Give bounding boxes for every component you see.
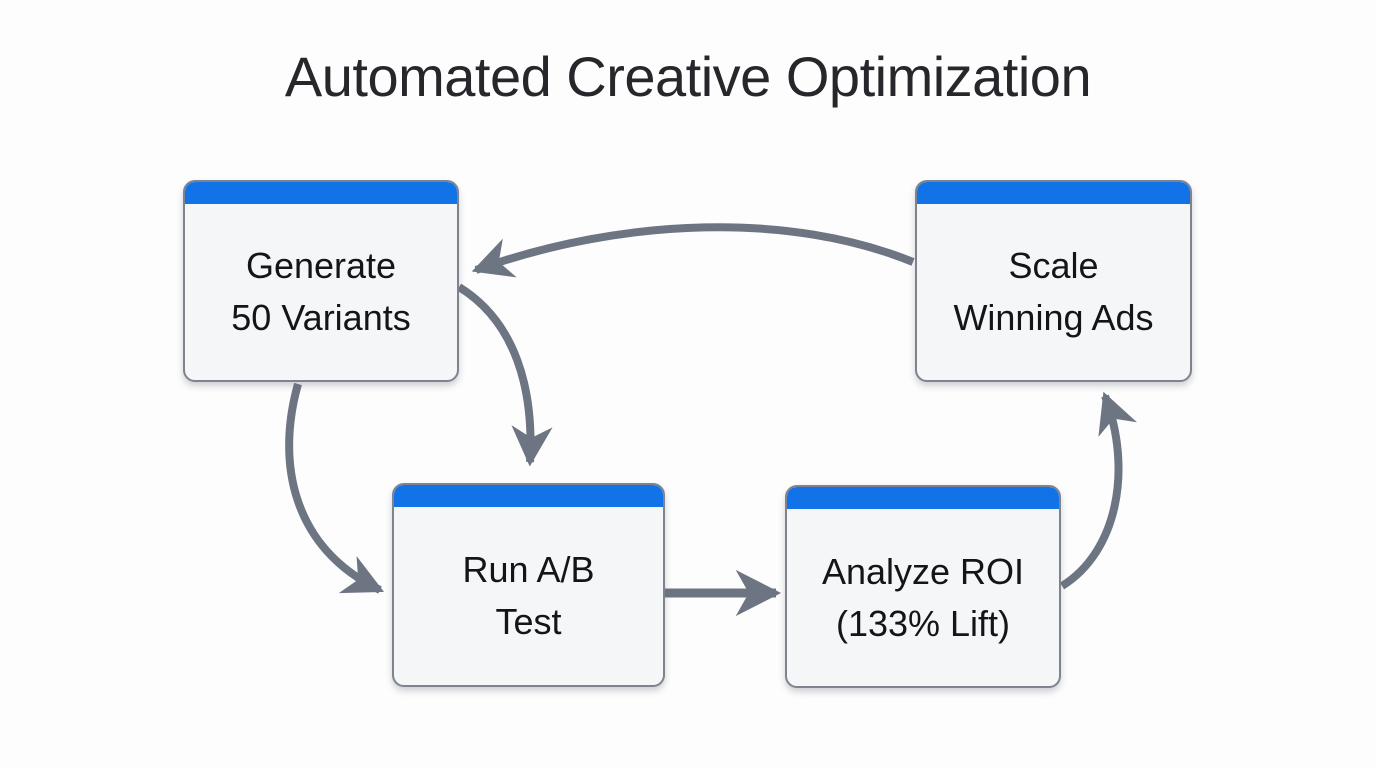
node-analyze-roi: Analyze ROI (133% Lift) <box>785 485 1061 688</box>
node-label: Generate 50 Variants <box>185 204 457 380</box>
diagram-title: Automated Creative Optimization <box>284 45 1092 108</box>
node-label-line: Run A/B <box>462 549 595 591</box>
arrow-analyze-to-scale <box>1059 391 1137 590</box>
arrow-generate-to-run-top <box>456 283 553 467</box>
node-label: Run A/B Test <box>394 507 663 685</box>
node-header-bar <box>787 487 1059 509</box>
node-label: Scale Winning Ads <box>917 204 1190 380</box>
node-header-bar <box>917 182 1190 204</box>
node-header-bar <box>185 182 457 204</box>
node-generate-50-variants: Generate 50 Variants <box>183 180 459 382</box>
node-scale-winning-ads: Scale Winning Ads <box>915 180 1192 382</box>
node-label-line: 50 Variants <box>231 297 411 338</box>
node-run-ab-test: Run A/B Test <box>392 483 665 687</box>
node-label-line: (133% Lift) <box>835 602 1011 644</box>
node-header-bar <box>394 485 663 507</box>
node-label-line: Test <box>495 601 562 642</box>
node-label-line: Analyze ROI <box>821 550 1025 592</box>
arrow-generate-to-run-left <box>285 382 385 594</box>
node-label-line: Winning Ads <box>953 297 1154 338</box>
node-label-line: Generate <box>245 245 397 287</box>
node-label: Analyze ROI (133% Lift) <box>787 509 1059 686</box>
node-label-line: Scale <box>1008 245 1099 287</box>
arrow-scale-to-generate <box>471 223 915 278</box>
